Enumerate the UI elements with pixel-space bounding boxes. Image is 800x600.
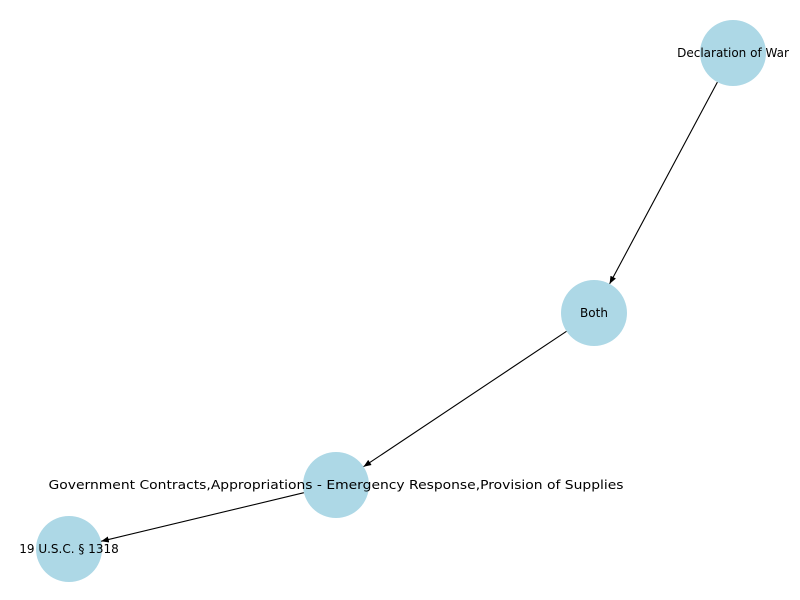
node-circle bbox=[561, 280, 627, 346]
node-both: Both bbox=[561, 280, 627, 346]
node-19-usc-1318: 19 U.S.C. § 1318 bbox=[19, 516, 119, 582]
node-label: Declaration of War bbox=[677, 46, 789, 60]
edges-layer bbox=[100, 81, 718, 543]
edge-government-contracts-to-usc bbox=[100, 492, 305, 543]
nodes-layer: Declaration of War Both Government Contr… bbox=[19, 20, 789, 582]
node-circle bbox=[303, 452, 369, 518]
node-government-contracts: Government Contracts,Appropriations - Em… bbox=[49, 452, 624, 518]
node-declaration-of-war: Declaration of War bbox=[677, 20, 789, 86]
node-label: Both bbox=[580, 306, 608, 320]
node-circle bbox=[36, 516, 102, 582]
node-label: 19 U.S.C. § 1318 bbox=[19, 542, 118, 556]
node-circle bbox=[700, 20, 766, 86]
edge-both-to-government-contracts bbox=[363, 330, 567, 468]
edge-declaration-to-both bbox=[609, 81, 718, 285]
node-label: Government Contracts,Appropriations - Em… bbox=[49, 478, 624, 492]
